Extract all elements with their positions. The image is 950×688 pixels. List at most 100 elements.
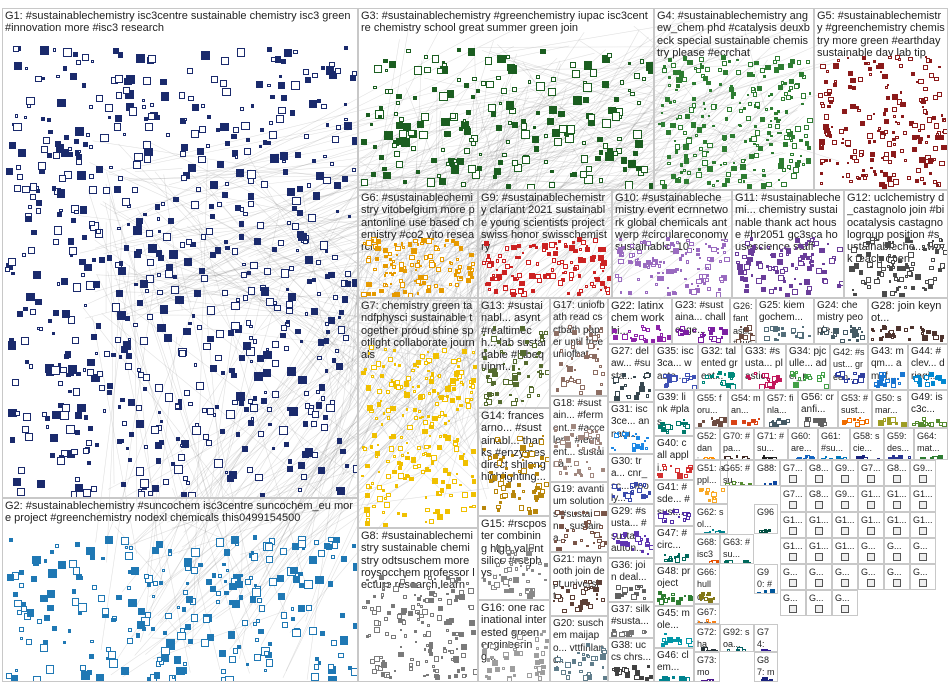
graph-node <box>237 644 242 649</box>
graph-node <box>373 620 380 626</box>
graph-edge <box>163 174 183 311</box>
graph-node <box>88 144 94 150</box>
graph-node <box>73 283 82 292</box>
graph-node <box>690 121 697 128</box>
graph-node <box>644 446 648 450</box>
graph-node <box>197 325 203 331</box>
small-group-panel: G8... <box>806 460 832 486</box>
graph-node <box>366 281 372 288</box>
graph-node <box>739 164 746 171</box>
graph-node <box>185 596 194 604</box>
graph-node <box>222 562 226 567</box>
graph-node <box>399 645 402 648</box>
graph-node <box>401 608 407 614</box>
graph-edge <box>160 511 231 543</box>
graph-edge <box>240 231 436 621</box>
graph-node <box>620 157 628 164</box>
graph-node <box>38 327 43 332</box>
graph-node <box>280 269 290 278</box>
graph-node <box>128 399 135 406</box>
graph-node <box>589 69 598 77</box>
graph-node <box>471 474 475 478</box>
graph-node <box>855 333 860 338</box>
graph-node <box>584 247 590 253</box>
graph-node <box>886 83 890 87</box>
graph-node <box>361 179 368 186</box>
graph-node <box>469 252 474 257</box>
graph-edge <box>105 183 219 512</box>
graph-node <box>721 146 728 152</box>
graph-node <box>228 600 234 605</box>
graph-node <box>618 631 625 637</box>
graph-edge <box>406 60 422 376</box>
graph-node <box>496 508 501 512</box>
graph-node <box>602 649 607 654</box>
graph-node <box>53 152 60 159</box>
graph-node <box>187 163 197 173</box>
graph-node <box>700 62 703 66</box>
graph-node <box>386 416 391 420</box>
graph-node <box>199 126 206 133</box>
graph-node <box>280 332 286 339</box>
graph-node <box>471 377 477 383</box>
graph-node <box>287 220 292 225</box>
graph-node <box>314 539 320 545</box>
graph-node <box>367 352 371 356</box>
graph-node <box>602 143 609 149</box>
graph-node <box>557 280 563 286</box>
graph-node <box>352 562 357 572</box>
graph-node <box>198 562 203 568</box>
graph-node <box>555 388 560 392</box>
graph-node <box>448 261 451 264</box>
graph-node <box>398 613 401 616</box>
graph-node <box>882 325 887 331</box>
graph-node <box>240 573 244 578</box>
graph-node <box>572 266 578 271</box>
graph-node <box>351 544 356 548</box>
graph-node <box>674 150 679 154</box>
graph-node <box>437 414 442 418</box>
graph-node <box>867 553 875 561</box>
graph-node <box>846 161 850 165</box>
graph-node <box>466 582 469 585</box>
graph-node <box>673 248 680 254</box>
graph-node <box>482 506 487 511</box>
graph-node <box>729 377 734 381</box>
graph-node <box>620 385 625 390</box>
graph-node <box>23 116 28 120</box>
graph-node <box>446 89 455 98</box>
graph-node <box>505 482 512 489</box>
graph-node <box>383 263 388 269</box>
graph-node <box>96 674 104 681</box>
graph-node <box>867 285 872 290</box>
graph-node <box>574 512 578 516</box>
graph-node <box>664 96 670 102</box>
group-panel-g65: G65: #su... <box>720 460 754 486</box>
graph-node <box>605 291 610 295</box>
graph-node <box>384 616 389 621</box>
graph-node <box>417 602 421 606</box>
graph-node <box>867 133 874 139</box>
graph-node <box>304 256 313 265</box>
graph-node <box>775 380 779 384</box>
graph-node <box>538 363 543 368</box>
graph-node <box>291 205 297 211</box>
graph-edge <box>260 122 547 646</box>
group-panel-g30: G30: tra... cnr_sc... #poly... <box>608 454 654 504</box>
graph-node <box>206 335 214 343</box>
graph-node <box>413 593 416 596</box>
graph-node <box>539 488 546 495</box>
graph-node <box>461 643 467 650</box>
graph-node <box>576 291 581 296</box>
graph-node <box>753 143 756 146</box>
graph-node <box>891 383 897 389</box>
graph-node <box>893 155 897 158</box>
graph-node <box>366 240 372 247</box>
graph-edge <box>256 182 501 256</box>
graph-node <box>872 113 875 116</box>
graph-node <box>148 244 157 253</box>
graph-node <box>526 506 532 511</box>
graph-node <box>622 587 629 593</box>
graph-node <box>763 327 769 333</box>
graph-node <box>179 444 183 448</box>
